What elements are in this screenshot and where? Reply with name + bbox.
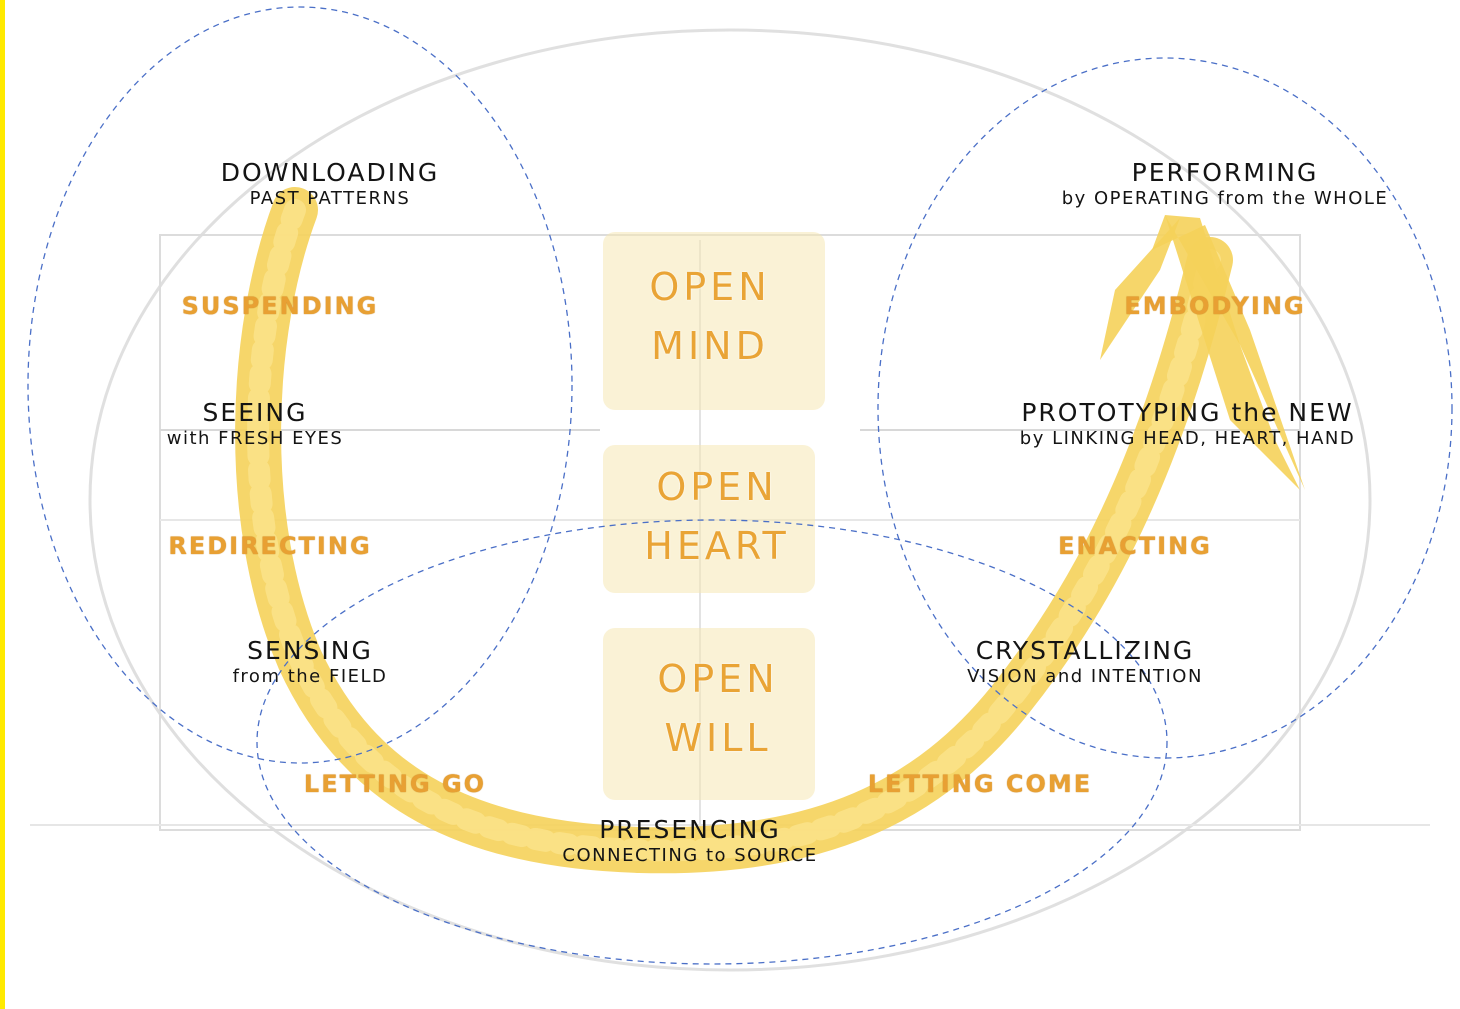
open-heart-line2: HEART: [644, 523, 790, 568]
open-heart-line1: OPEN: [656, 465, 778, 509]
presencing-title: PRESENCING: [599, 815, 781, 844]
sensing-subtitle: from the FIELD: [232, 666, 388, 687]
performing-title: PERFORMING: [1131, 158, 1319, 187]
enacting-label: ENACTING: [1058, 532, 1212, 560]
seeing-label: SEEING with FRESH EYES: [130, 398, 380, 450]
performing-subtitle: by OPERATING from the WHOLE: [1061, 188, 1389, 209]
prototyping-title: PROTOTYPING the NEW: [1021, 398, 1354, 427]
downloading-label: DOWNLOADING PAST PATTERNS: [180, 158, 480, 210]
presencing-label: PRESENCING CONNECTING to SOURCE: [520, 815, 860, 867]
presencing-subtitle: CONNECTING to SOURCE: [562, 845, 818, 866]
prototyping-subtitle: by LINKING HEAD, HEART, HAND: [1019, 428, 1356, 449]
crystallizing-title: CRYSTALLIZING: [975, 636, 1195, 665]
dashed-ellipses: [27, 6, 1453, 965]
crystallizing-subtitle: VISION and INTENTION: [967, 666, 1203, 687]
downloading-subtitle: PAST PATTERNS: [249, 188, 411, 209]
open-mind-line1: OPEN: [649, 265, 771, 309]
u-arrow: [235, 187, 1305, 874]
open-will-label: OPEN WILL: [618, 650, 818, 768]
open-will-line1: OPEN: [657, 657, 779, 701]
suspending-label: SUSPENDING: [181, 292, 379, 320]
open-heart-label: OPEN HEART: [612, 458, 822, 576]
open-mind-label: OPEN MIND: [610, 258, 810, 376]
embodying-label: EMBODYING: [1124, 292, 1306, 320]
performing-label: PERFORMING by OPERATING from the WHOLE: [1020, 158, 1430, 210]
left-ellipse: [27, 6, 573, 764]
sensing-title: SENSING: [247, 636, 373, 665]
crystallizing-label: CRYSTALLIZING VISION and INTENTION: [935, 636, 1235, 688]
yellow-edge-bar: [0, 0, 5, 1009]
downloading-title: DOWNLOADING: [220, 158, 440, 187]
letting-go-label: LETTING GO: [303, 770, 487, 798]
prototyping-label: PROTOTYPING the NEW by LINKING HEAD, HEA…: [965, 398, 1410, 450]
redirecting-label: REDIRECTING: [168, 532, 372, 560]
letting-come-label: LETTING COME: [867, 770, 1093, 798]
seeing-title: SEEING: [202, 398, 308, 427]
center-boxes: [603, 232, 825, 800]
bottom-ellipse: [256, 519, 1168, 965]
open-mind-line2: MIND: [651, 323, 769, 368]
open-will-line2: WILL: [664, 715, 772, 760]
sensing-label: SENSING from the FIELD: [195, 636, 425, 688]
right-ellipse: [877, 57, 1453, 759]
seeing-subtitle: with FRESH EYES: [166, 428, 344, 449]
